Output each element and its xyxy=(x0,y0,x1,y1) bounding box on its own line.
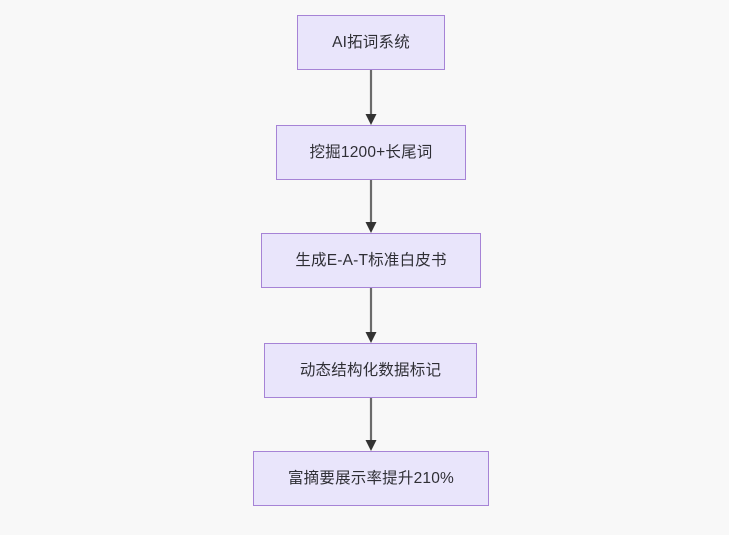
flow-node-label: 富摘要展示率提升210% xyxy=(287,469,455,487)
flow-node-ai-keyword-system[interactable]: AI拓词系统 xyxy=(297,15,445,70)
flow-node-rich-snippet-rate-increase[interactable]: 富摘要展示率提升210% xyxy=(253,451,489,506)
flow-node-label: 挖掘1200+长尾词 xyxy=(309,143,433,161)
flow-node-dynamic-structured-data-markup[interactable]: 动态结构化数据标记 xyxy=(264,343,477,398)
flow-node-label: 生成E-A-T标准白皮书 xyxy=(295,251,447,269)
flow-edge-arrow-down xyxy=(358,288,384,343)
flow-edge-arrow-down xyxy=(358,70,384,125)
flow-node-label: AI拓词系统 xyxy=(332,33,410,51)
flow-node-mine-longtail-keywords[interactable]: 挖掘1200+长尾词 xyxy=(276,125,466,180)
flow-edge-arrow-down xyxy=(358,398,384,451)
flow-edge-arrow-down xyxy=(358,180,384,233)
flow-node-label: 动态结构化数据标记 xyxy=(299,361,442,379)
flow-node-generate-eat-whitepaper[interactable]: 生成E-A-T标准白皮书 xyxy=(261,233,481,288)
